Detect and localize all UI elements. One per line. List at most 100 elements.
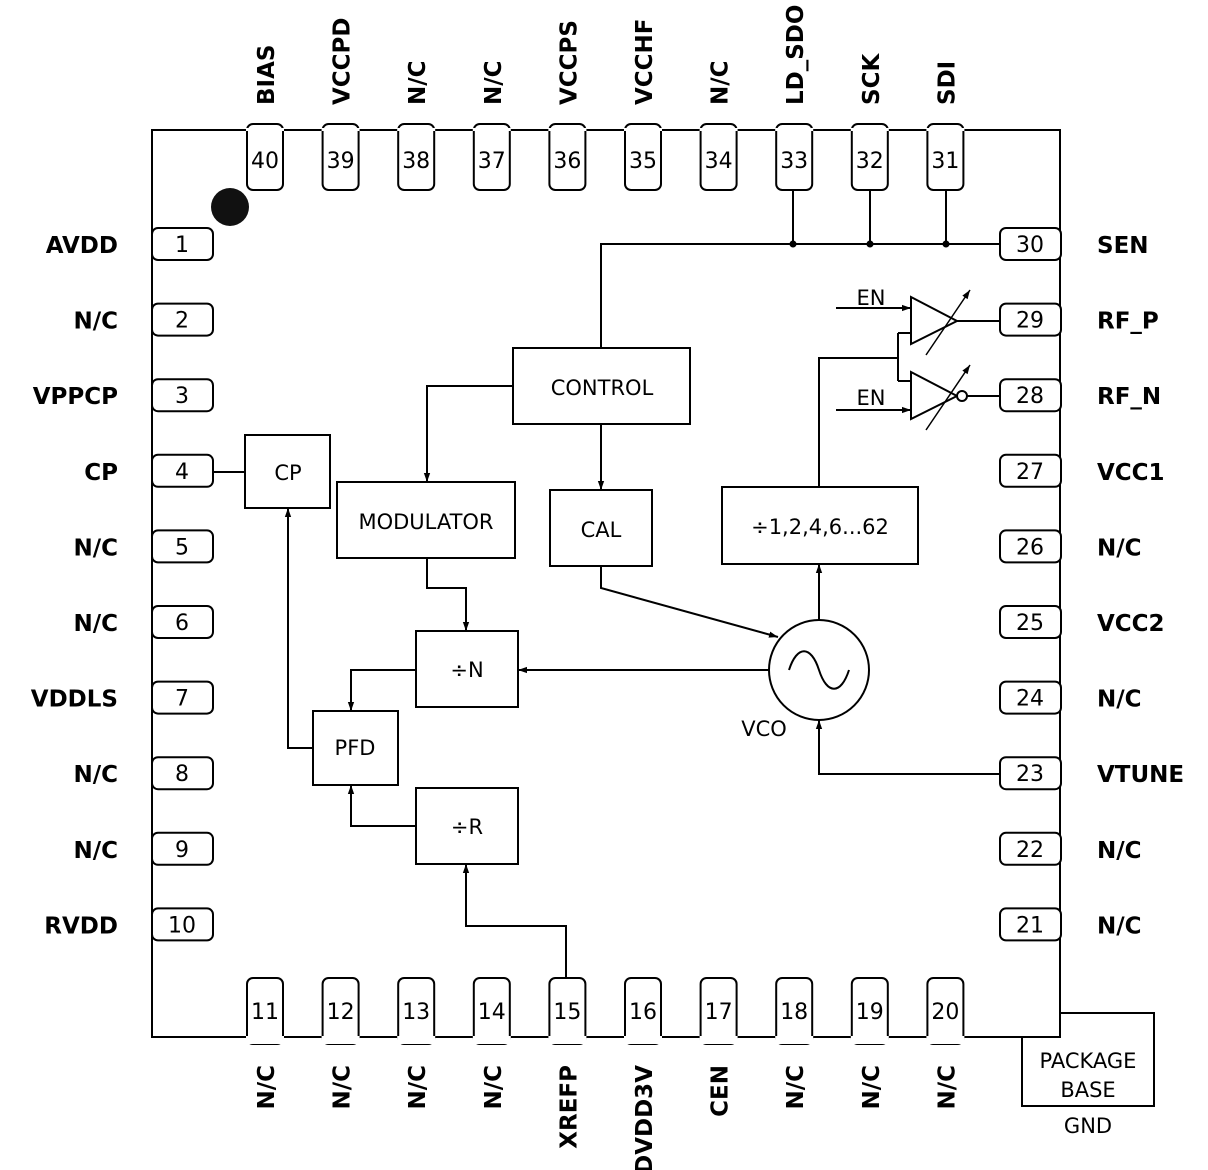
pin-22: 22 N/C <box>999 831 1142 866</box>
pfd-label: PFD <box>335 736 376 760</box>
pin-pad <box>999 831 1062 866</box>
pin-14: 14N/C <box>472 977 511 1110</box>
pin-name: N/C <box>481 1065 507 1110</box>
pin-number: 22 <box>1016 838 1044 863</box>
pin-11: 11N/C <box>246 977 284 1110</box>
pin-20: 20N/C <box>926 977 965 1110</box>
pin-number: 3 <box>175 384 189 409</box>
pin-pad <box>999 529 1062 564</box>
pin-name: AVDD <box>46 233 118 259</box>
pin-13: 13N/C <box>397 977 436 1110</box>
pin-pad <box>999 302 1062 337</box>
pin-number: 10 <box>168 913 196 938</box>
n-divider-block: ÷N <box>415 630 519 708</box>
pin-9: 9N/C <box>73 831 214 866</box>
pin-pad <box>999 605 1062 639</box>
pin-name: N/C <box>73 309 118 335</box>
pin-number: 40 <box>251 149 279 174</box>
pin-name: N/C <box>73 762 118 788</box>
pin-name: N/C <box>708 60 734 105</box>
modulator-block: MODULATOR <box>336 481 516 559</box>
pin-number: 21 <box>1016 913 1044 938</box>
pin-name: N/C <box>254 1065 280 1110</box>
pin-pad <box>775 123 814 191</box>
pin-name: N/C <box>405 1065 431 1110</box>
pin-number: 6 <box>175 611 189 636</box>
control-label: CONTROL <box>551 376 654 400</box>
pin-number: 39 <box>327 149 355 174</box>
pin-5: 5 N/C <box>73 529 214 564</box>
pin-name: SEN <box>1097 233 1149 259</box>
en-label-n: EN <box>857 386 886 410</box>
pin-40: 40 BIAS <box>246 45 284 191</box>
pin-4: 4CP <box>84 453 214 488</box>
pin-name: BIAS <box>254 45 280 105</box>
pin-name: N/C <box>481 60 507 105</box>
pin1-indicator-dot <box>211 188 249 226</box>
pin-pad <box>321 123 360 191</box>
pin-name: VCCPD <box>330 17 356 105</box>
pin-pad <box>397 123 436 191</box>
wires <box>213 190 1000 978</box>
pin-pad <box>999 907 1062 942</box>
pin-23: 23 VTUNE <box>999 756 1184 791</box>
pin-name: N/C <box>330 1065 356 1110</box>
pin-name: N/C <box>934 1065 960 1110</box>
pin-number: 7 <box>175 687 189 712</box>
pin-37: 37 N/C <box>472 60 511 191</box>
pin-number: 20 <box>931 1000 959 1025</box>
rf-buffer-n-inverting <box>910 364 971 431</box>
pin-number: 5 <box>175 535 189 560</box>
pin-number: 23 <box>1016 762 1044 787</box>
pin-number: 13 <box>402 1000 430 1025</box>
pin-number: 33 <box>780 149 808 174</box>
pin-name: N/C <box>73 535 118 561</box>
package-outline <box>151 129 1061 1038</box>
pin-pad <box>699 123 738 191</box>
pin-number: 1 <box>175 233 189 258</box>
package-label-line1: PACKAGE <box>1040 1049 1137 1073</box>
pin-name: SCK <box>859 53 885 105</box>
pin-number: 32 <box>856 149 884 174</box>
pin-pad <box>624 123 662 191</box>
pin-number: 30 <box>1016 233 1044 258</box>
pin-pad <box>151 378 214 413</box>
pin-name: CEN <box>708 1065 734 1117</box>
pin-name: N/C <box>1097 838 1142 864</box>
pin-number: 24 <box>1016 687 1044 712</box>
pin-number: 27 <box>1016 460 1044 485</box>
pins: 1AVDD2N/C3VPPCP4CP5N/C6N/C7VDDLS8N/C9N/C… <box>31 5 1184 1170</box>
pin-number: 35 <box>629 149 657 174</box>
pin-name: VTUNE <box>1097 762 1184 788</box>
vco-label: VCO <box>741 717 787 741</box>
pin-name: N/C <box>783 1065 809 1110</box>
pin-number: 37 <box>478 149 506 174</box>
pin-number: 9 <box>175 838 189 863</box>
pin-18: 18N/C <box>775 977 814 1110</box>
pin-name: N/C <box>1097 687 1142 713</box>
pin-pad <box>151 831 214 866</box>
charge-pump-label: CP <box>274 461 301 485</box>
pin-number: 14 <box>478 1000 506 1025</box>
pin-pad <box>246 123 284 191</box>
gnd-label: GND <box>1064 1114 1112 1138</box>
pin-number: 17 <box>705 1000 733 1025</box>
pin-number: 15 <box>553 1000 581 1025</box>
pin-name: VCC1 <box>1097 460 1165 486</box>
r-divider-block: ÷R <box>415 787 519 865</box>
pin-pad <box>151 302 214 337</box>
pin-pad <box>548 123 587 191</box>
pin-number: 16 <box>629 1000 657 1025</box>
pin-number: 34 <box>705 149 733 174</box>
pin-34: 34 N/C <box>699 60 738 191</box>
pin-name: CP <box>84 460 118 486</box>
pin-number: 26 <box>1016 535 1044 560</box>
